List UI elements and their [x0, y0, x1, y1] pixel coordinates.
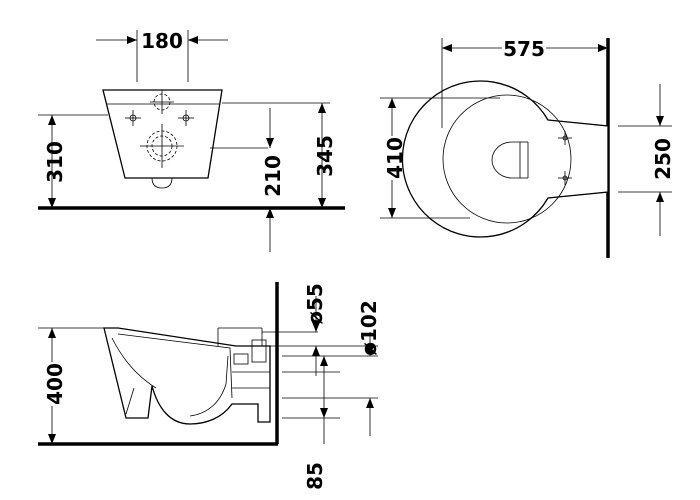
- plan-bowl-outline: [401, 80, 609, 238]
- dim-250-label: 250: [651, 138, 675, 180]
- front-fixing-holes: [125, 90, 194, 168]
- dim-o102-label: ø102: [357, 300, 381, 356]
- dim-400-label: 400: [43, 363, 67, 405]
- dim-o55-label: ø55: [303, 283, 327, 325]
- dim-210-label: 210: [261, 155, 285, 197]
- dim-575-label: 575: [503, 37, 545, 61]
- plan-view: 575 410 250: [380, 36, 675, 258]
- dim-85-label: 85: [303, 462, 327, 490]
- front-bowl-outline: [102, 89, 223, 179]
- dim-345-label: 345: [313, 135, 337, 177]
- front-view: 180 310 210 345: [38, 29, 345, 252]
- dim-310-label: 310: [43, 141, 67, 183]
- side-view: 400 ø55 ø102 85: [38, 282, 381, 490]
- dim-410-label: 410: [383, 137, 407, 179]
- dim-180-label: 180: [141, 29, 183, 53]
- plan-bowl-rim: [442, 94, 572, 224]
- side-bowl-outline: [103, 327, 271, 425]
- plan-bowl-opening: [491, 141, 521, 179]
- plan-fixing-marks: [558, 131, 572, 185]
